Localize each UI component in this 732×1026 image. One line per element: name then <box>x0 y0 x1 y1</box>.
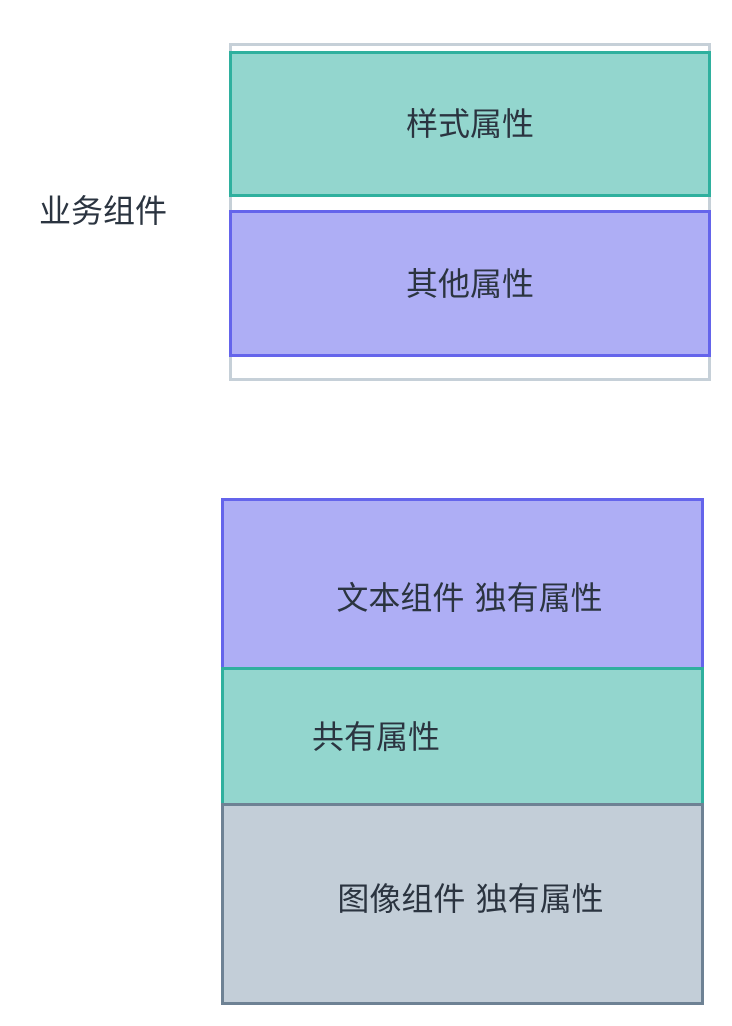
style-properties-label: 样式属性 <box>405 105 534 143</box>
image-component-unique-label: 图像组件 独有属性 <box>337 880 604 918</box>
text-component-unique-block: 文本组件 独有属性 <box>221 498 704 670</box>
business-component-label: 业务组件 <box>39 192 168 230</box>
shared-properties-block: 共有属性 <box>221 667 704 806</box>
other-properties-label: 其他属性 <box>405 264 534 303</box>
image-component-unique-block: 图像组件 独有属性 <box>221 803 704 1005</box>
style-properties-block: 样式属性 <box>229 51 711 197</box>
shared-properties-label: 共有属性 <box>312 717 441 756</box>
other-properties-block: 其他属性 <box>229 210 711 357</box>
text-component-unique-label: 文本组件 独有属性 <box>336 579 603 617</box>
